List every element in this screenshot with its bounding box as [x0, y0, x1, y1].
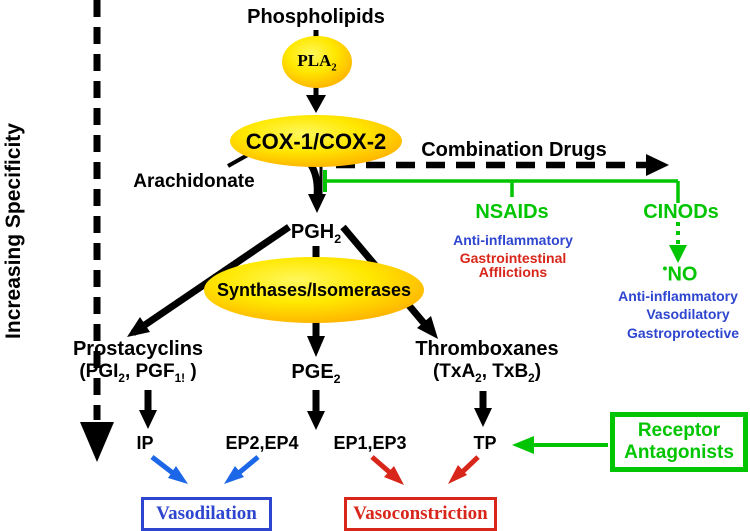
cox-label: COX-1/COX-2 [245, 129, 387, 154]
prostacyclins-compounds: (PGI2, PGF1! ) [79, 361, 197, 385]
cinods-label: CINODs [643, 201, 719, 223]
ip-to-vasodilation-arrowhead-icon [168, 466, 188, 484]
no-effect-gastroprotective: Gastroprotective [626, 325, 740, 341]
specificity-arrowhead-icon [80, 422, 114, 462]
pla2-ellipse [282, 36, 352, 88]
nsaids-label: NSAIDs [475, 201, 549, 223]
nsaids-effect-gastrointestinal: Gastrointestinal [459, 250, 567, 266]
nsaids-effect-afflictions: Afflictions [478, 264, 548, 280]
antagonists-to-tp-arrowhead-icon [512, 436, 534, 454]
pgh2-label: PGH2 [290, 221, 342, 246]
nsaids-effect-antiinflammatory: Anti-inflammatory [453, 232, 573, 248]
no-effect-antiinflammatory: Anti-inflammatory [618, 288, 738, 304]
no-radical-label: •NO [662, 260, 698, 286]
receptor-antagonists-line1: Receptor [637, 420, 721, 442]
combination-drugs-arrowhead-icon [646, 154, 669, 176]
phospholipids-label: Phospholipids [247, 6, 385, 28]
tp-to-vasoconstriction-arrowhead-icon [448, 465, 467, 484]
pla2-to-cox-arrowhead-icon [306, 95, 326, 113]
receptor-ip-label: IP [136, 433, 154, 453]
thromboxanes-arrowhead-icon [417, 316, 438, 339]
pge2-label: PGE2 [291, 361, 341, 386]
receptor-ep24-label: EP2,EP4 [225, 433, 299, 453]
arachidonate-label: Arachidonate [133, 171, 255, 192]
thromboxanes-to-tp-arrowhead-icon [474, 408, 492, 427]
vasoconstriction-box: Vasoconstriction [344, 497, 497, 531]
thromboxanes-compounds: (TxA2, TxB2) [432, 361, 542, 385]
cinods-to-no-arrowhead-icon [669, 245, 687, 263]
pge2-to-ep-arrowhead-icon [307, 411, 325, 430]
pla2-label: PLA2 [297, 51, 337, 74]
synthases-ellipse [204, 257, 424, 323]
no-effect-vasodilatory: Vasodilatory [646, 306, 730, 322]
receptor-antagonists-line2: Antagonists [624, 442, 734, 463]
combination-drugs-label: Combination Drugs [421, 139, 607, 161]
thromboxanes-title: Thromboxanes [415, 338, 559, 360]
receptor-tp-label: TP [473, 433, 497, 453]
ep24-to-vasodilation-arrowhead-icon [224, 466, 244, 484]
pge2-arrowhead-icon [307, 336, 325, 357]
synthases-label: Synthases/Isomerases [216, 280, 412, 300]
cox-to-pgh2-arrowhead-icon [308, 194, 326, 213]
vasodilation-box: Vasodilation [141, 497, 272, 531]
prostacyclins-title: Prostacyclins [72, 338, 204, 360]
cox-ellipse [230, 115, 402, 167]
receptor-ep13-label: EP1,EP3 [333, 433, 407, 453]
ep13-to-vasoconstriction-arrowhead-icon [384, 466, 404, 485]
receptor-antagonists-box: Receptor Antagonists [610, 412, 748, 472]
prostacyclins-to-ip-arrowhead-icon [139, 410, 157, 429]
increasing-specificity-label: Increasing Specificity [2, 123, 25, 339]
prostacyclins-arrowhead-icon [127, 317, 150, 337]
